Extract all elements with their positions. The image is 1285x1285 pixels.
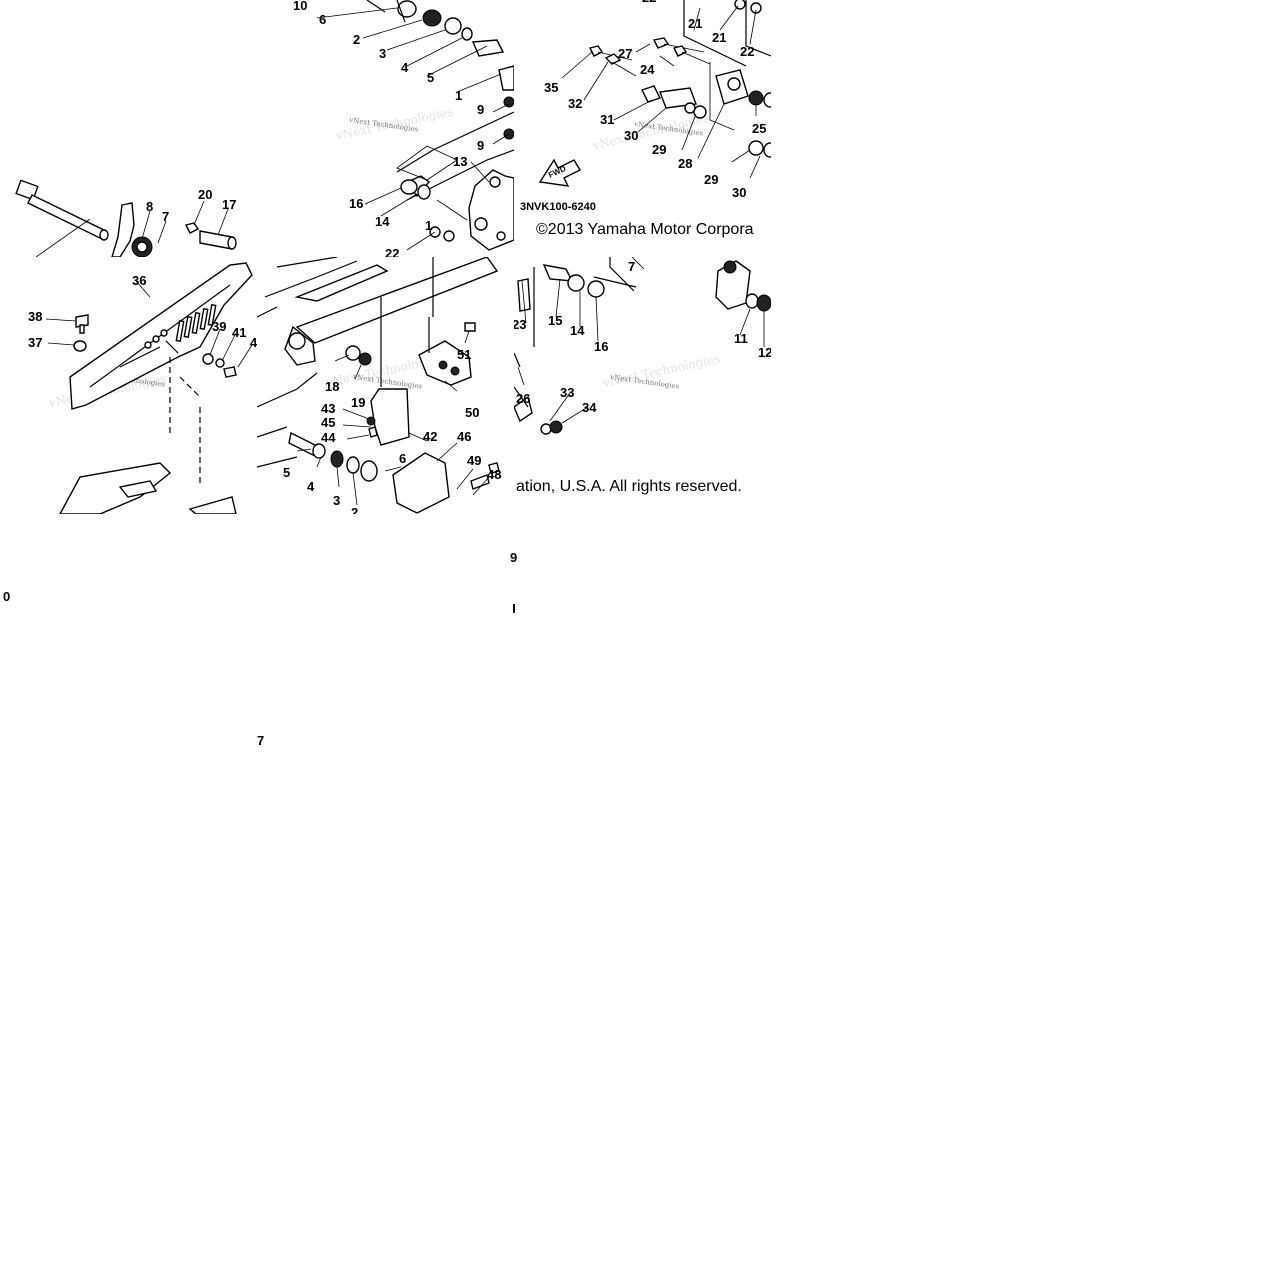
svg-text:32: 32 [568,96,582,111]
callout-numbers: 22 21 21 22 27 24 35 32 31 30 29 28 25 2… [544,0,766,200]
svg-text:38: 38 [28,309,42,324]
diagram-tile-pivot-shaft: 20 17 8 7 [0,171,257,257]
svg-text:51: 51 [457,347,471,362]
svg-text:1: 1 [425,218,432,233]
svg-text:9: 9 [477,138,484,153]
pivot-bearing-stack [397,0,514,91]
svg-text:5: 5 [427,70,434,85]
svg-text:14: 14 [375,214,390,229]
svg-text:49: 49 [467,453,481,468]
svg-text:20: 20 [198,187,212,202]
diagram-code: 3NVK100-6240 [520,201,596,213]
svg-text:28: 28 [678,156,692,171]
svg-text:11: 11 [734,331,748,346]
svg-text:4: 4 [401,60,409,75]
svg-text:21: 21 [712,30,726,45]
svg-text:23: 23 [514,317,526,332]
callout-numbers: 7 15 14 16 11 12 23 26 33 34 [514,259,771,415]
svg-text:50: 50 [465,405,479,420]
callout-numbers: 18 19 43 45 44 42 51 50 5 4 3 2 6 46 49 … [283,347,501,514]
svg-text:22: 22 [740,44,754,59]
svg-text:4: 4 [250,335,257,350]
svg-text:7: 7 [628,259,635,274]
copyright-notice-part1: ©2013 Yamaha Motor Corpora [536,221,754,238]
fwd-arrow: FWD [538,158,581,187]
svg-text:8: 8 [146,199,153,214]
linkage-bolts [588,37,711,77]
svg-text:17: 17 [222,197,236,212]
callout-numbers: 10 6 2 3 4 5 1 9 9 13 16 14 22 1 [293,0,484,257]
svg-text:10: 10 [293,0,307,13]
svg-text:37: 37 [28,335,42,350]
svg-text:22: 22 [642,0,656,5]
chain-case [69,262,253,410]
svg-text:29: 29 [704,172,718,187]
svg-text:13: 13 [453,154,467,169]
svg-text:18: 18 [325,379,339,394]
svg-text:2: 2 [353,32,360,47]
svg-text:16: 16 [349,196,363,211]
svg-text:34: 34 [582,400,597,415]
stray-mark [513,604,515,613]
svg-text:16: 16 [594,339,608,354]
svg-text:29: 29 [652,142,666,157]
svg-text:21: 21 [688,16,702,31]
svg-text:25: 25 [752,121,766,136]
stray-label-right: 9 [510,550,518,565]
svg-text:27: 27 [618,46,632,61]
svg-text:48: 48 [487,467,501,482]
stray-label-bottom: 7 [257,733,265,748]
pivot-shaft [15,179,109,241]
svg-text:12: 12 [758,345,771,360]
svg-text:35: 35 [544,80,558,95]
diagram-tile-swingarm-pivot: vNext Technologies vNext Technologies [257,0,514,257]
svg-text:24: 24 [640,62,655,77]
svg-text:42: 42 [423,429,437,444]
svg-text:26: 26 [516,391,530,406]
svg-text:2: 2 [351,505,358,514]
copyright-notice-part2: ation, U.S.A. All rights reserved. [516,478,742,495]
svg-text:30: 30 [732,185,746,200]
svg-text:7: 7 [162,209,169,224]
svg-text:15: 15 [548,313,562,328]
diagram-tile-shock-linkage: vNext Technologies vNext Technologies [514,0,771,257]
diagram-tile-shock-mount: vNext Technologies vNext Technologies 7 … [514,257,771,514]
svg-text:3: 3 [379,46,386,61]
svg-text:6: 6 [319,12,326,27]
svg-text:19: 19 [351,395,365,410]
svg-text:4: 4 [307,479,315,494]
callout-numbers: 36 38 37 39 41 4 [28,273,257,350]
svg-text:30: 30 [624,128,638,143]
svg-text:1: 1 [455,88,462,103]
svg-text:33: 33 [560,385,574,400]
svg-text:5: 5 [283,465,290,480]
svg-text:44: 44 [321,430,336,445]
svg-text:31: 31 [600,112,614,127]
svg-text:36: 36 [132,273,146,288]
svg-text:41: 41 [232,325,246,340]
svg-text:6: 6 [399,451,406,466]
svg-text:46: 46 [457,429,471,444]
svg-text:3: 3 [333,493,340,508]
svg-text:9: 9 [477,102,484,117]
diagram-tile-chain-case: vNext Technologies vNext Technologies [0,257,257,514]
stray-label-left: 0 [3,589,11,604]
svg-text:22: 22 [385,246,399,257]
svg-text:14: 14 [570,323,585,338]
svg-text:39: 39 [212,319,226,334]
svg-text:45: 45 [321,415,335,430]
callout-numbers: 20 17 8 7 [146,187,236,224]
swingarm [257,257,499,468]
diagram-tile-swingarm-body: vNext Technologies vNext Technologies [257,257,514,514]
svg-text:43: 43 [321,401,335,416]
